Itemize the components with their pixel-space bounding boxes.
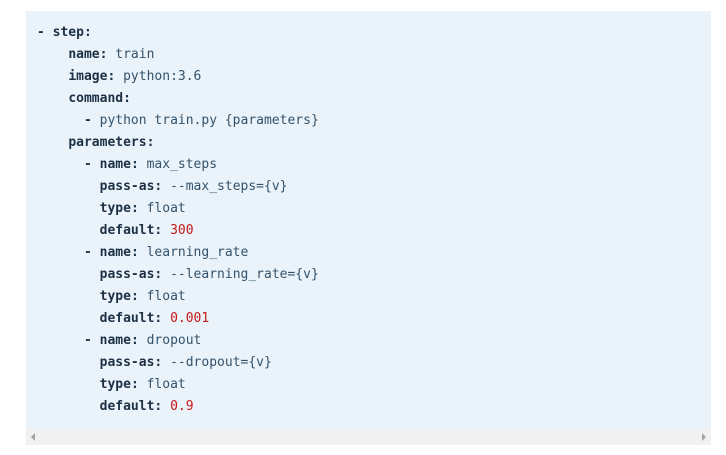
indent	[37, 333, 84, 348]
colon: :	[154, 179, 163, 194]
indent	[37, 135, 68, 150]
code-line: - python train.py {parameters}	[37, 110, 319, 132]
yaml-number-value: 300	[170, 223, 194, 238]
yaml-value: python train.py {parameters}	[99, 113, 319, 128]
yaml-key: name	[99, 333, 131, 348]
yaml-key: name	[99, 157, 131, 172]
list-dash: -	[83, 113, 100, 128]
code-line: default: 0.001	[37, 308, 319, 330]
indent	[37, 377, 100, 392]
yaml-value: float	[146, 201, 186, 216]
list-dash: -	[83, 157, 100, 172]
indent	[37, 91, 68, 106]
yaml-value: float	[146, 289, 186, 304]
yaml-key: name	[68, 47, 100, 62]
yaml-key: default	[99, 223, 155, 238]
code-line: pass-as: --dropout={v}	[37, 352, 319, 374]
code-block: - step: name: train image: python:3.6 co…	[26, 11, 711, 432]
indent	[37, 157, 84, 172]
yaml-value: --dropout={v}	[170, 355, 272, 370]
yaml-value: max_steps	[146, 157, 218, 172]
colon: :	[130, 157, 139, 172]
colon: :	[123, 91, 131, 106]
indent	[37, 311, 100, 326]
yaml-key: step	[52, 25, 84, 40]
indent	[37, 113, 84, 128]
code-line: - name: learning_rate	[37, 242, 319, 264]
yaml-value: float	[146, 377, 186, 392]
code-line: image: python:3.6	[37, 66, 319, 88]
colon: :	[83, 25, 92, 40]
indent	[37, 201, 100, 216]
list-dash: -	[83, 245, 100, 260]
code-line: command:	[37, 88, 319, 110]
yaml-key: default	[99, 311, 155, 326]
yaml-key: type	[99, 201, 131, 216]
colon: :	[154, 267, 163, 282]
colon: :	[99, 47, 108, 62]
yaml-key: name	[99, 245, 131, 260]
yaml-key: pass-as	[99, 355, 155, 370]
code-line: default: 300	[37, 220, 319, 242]
indent	[37, 399, 100, 414]
code-line: - name: dropout	[37, 330, 319, 352]
yaml-value: train	[115, 47, 155, 62]
code-line: type: float	[37, 198, 319, 220]
colon: :	[130, 245, 139, 260]
yaml-key: pass-as	[99, 267, 155, 282]
yaml-value: dropout	[146, 333, 202, 348]
indent	[37, 267, 100, 282]
colon: :	[107, 69, 116, 84]
indent	[37, 355, 100, 370]
colon: :	[154, 223, 163, 238]
code-line: pass-as: --max_steps={v}	[37, 176, 319, 198]
indent	[37, 179, 100, 194]
colon: :	[130, 377, 139, 392]
colon: :	[130, 201, 139, 216]
yaml-key: type	[99, 377, 131, 392]
code-line: default: 0.9	[37, 396, 319, 418]
code-line: name: train	[37, 44, 319, 66]
code-line: type: float	[37, 374, 319, 396]
colon: :	[154, 399, 163, 414]
yaml-value: --learning_rate={v}	[170, 267, 319, 282]
yaml-key: parameters	[68, 135, 147, 150]
colon: :	[130, 333, 139, 348]
yaml-value: python:3.6	[123, 69, 202, 84]
yaml-number-value: 0.9	[170, 399, 194, 414]
code-line: pass-as: --learning_rate={v}	[37, 264, 319, 286]
list-dash: -	[37, 25, 53, 40]
indent	[37, 289, 100, 304]
indent	[37, 47, 68, 62]
list-dash: -	[83, 333, 100, 348]
yaml-value: learning_rate	[146, 245, 249, 260]
indent	[37, 223, 100, 238]
scroll-right-arrow-icon[interactable]	[702, 433, 706, 441]
yaml-key: command	[68, 91, 124, 106]
yaml-number-value: 0.001	[170, 311, 210, 326]
horizontal-scrollbar[interactable]	[26, 429, 711, 445]
yaml-code: - step: name: train image: python:3.6 co…	[37, 22, 319, 418]
colon: :	[130, 289, 139, 304]
colon: :	[154, 311, 163, 326]
yaml-value: --max_steps={v}	[170, 179, 288, 194]
colon: :	[154, 355, 163, 370]
code-line: parameters:	[37, 132, 319, 154]
indent	[37, 245, 84, 260]
indent	[37, 69, 68, 84]
yaml-key: image	[68, 69, 108, 84]
code-line: type: float	[37, 286, 319, 308]
yaml-key: pass-as	[99, 179, 155, 194]
code-line: - name: max_steps	[37, 154, 319, 176]
colon: :	[146, 135, 155, 150]
yaml-key: type	[99, 289, 131, 304]
scroll-left-arrow-icon[interactable]	[31, 433, 35, 441]
code-line: - step:	[37, 22, 319, 44]
yaml-key: default	[99, 399, 155, 414]
